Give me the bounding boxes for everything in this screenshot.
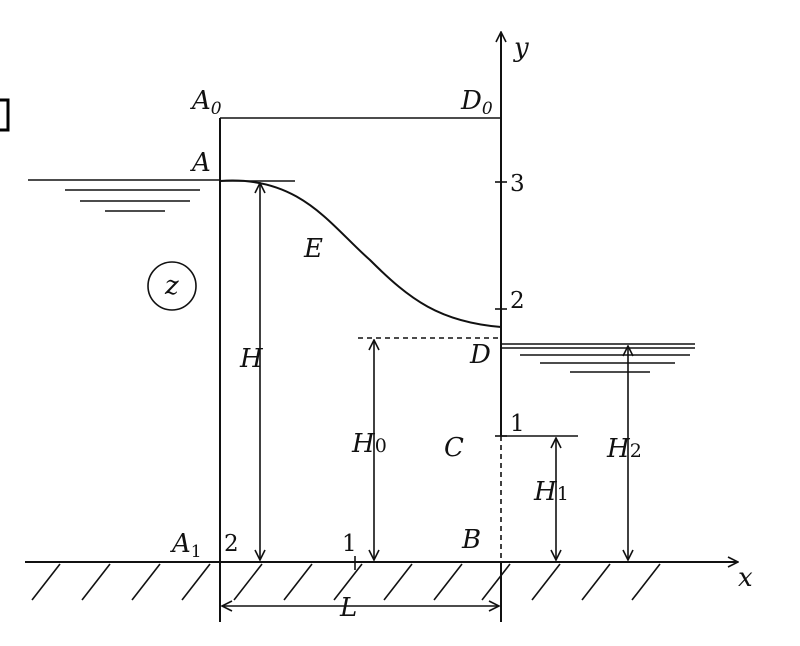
label-h2: H2 xyxy=(606,434,642,464)
label-e: E xyxy=(303,234,323,264)
label-a: A xyxy=(190,148,211,178)
label-h1: H1 xyxy=(533,477,569,507)
label-c: C xyxy=(444,433,464,463)
y-tick-label-3: 3 xyxy=(510,171,525,197)
ground xyxy=(25,561,710,601)
label-l: L xyxy=(339,593,357,623)
label-a0: A0 xyxy=(190,86,222,119)
x-tick-label-1: 1 xyxy=(342,531,357,557)
downstream-water xyxy=(501,343,695,373)
region-z-label: z xyxy=(164,271,179,301)
frame-edge xyxy=(0,98,10,132)
ground-hatching xyxy=(31,563,661,601)
label-d0: D0 xyxy=(460,86,493,119)
label-b: B xyxy=(461,525,481,555)
free-surface-curve xyxy=(219,179,502,328)
y-axis-label: y xyxy=(513,33,529,63)
upstream-water xyxy=(28,179,295,212)
x-tick-label-2: 2 xyxy=(224,531,239,557)
label-d: D xyxy=(469,340,491,370)
y-tick-label-1: 1 xyxy=(510,411,525,437)
y-tick-label-2: 2 xyxy=(510,288,525,314)
label-h0: H0 xyxy=(351,429,387,459)
x-axis-label: x xyxy=(738,563,753,593)
label-a1: A1 xyxy=(170,529,202,562)
label-h: H xyxy=(239,344,264,374)
region-z-circle xyxy=(147,261,197,311)
